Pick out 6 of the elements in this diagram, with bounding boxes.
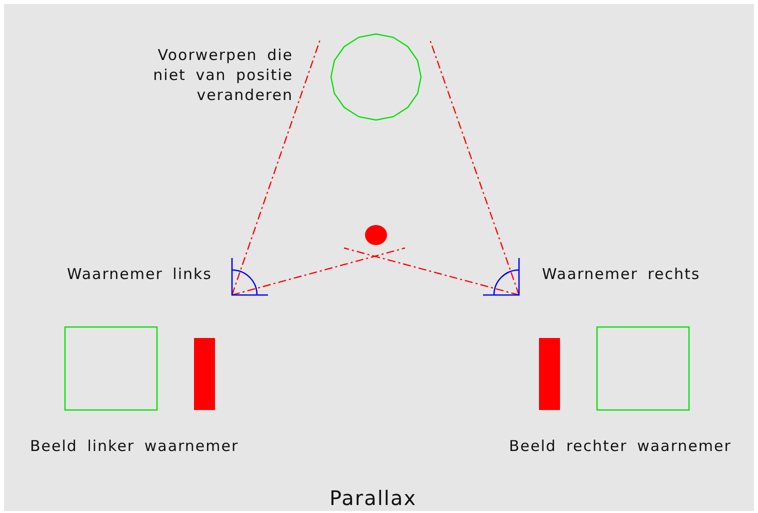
label-text: Waarnemer links: [66, 264, 212, 284]
label-text: Voorwerpen die niet van positie veranderen: [152, 45, 293, 105]
label-text: Beeld linker waarnemer: [30, 436, 239, 456]
label-text: Beeld rechter waarnemer: [509, 436, 732, 456]
caption: Parallax: [328, 486, 418, 510]
label-text: Waarnemer rechts: [542, 264, 700, 284]
